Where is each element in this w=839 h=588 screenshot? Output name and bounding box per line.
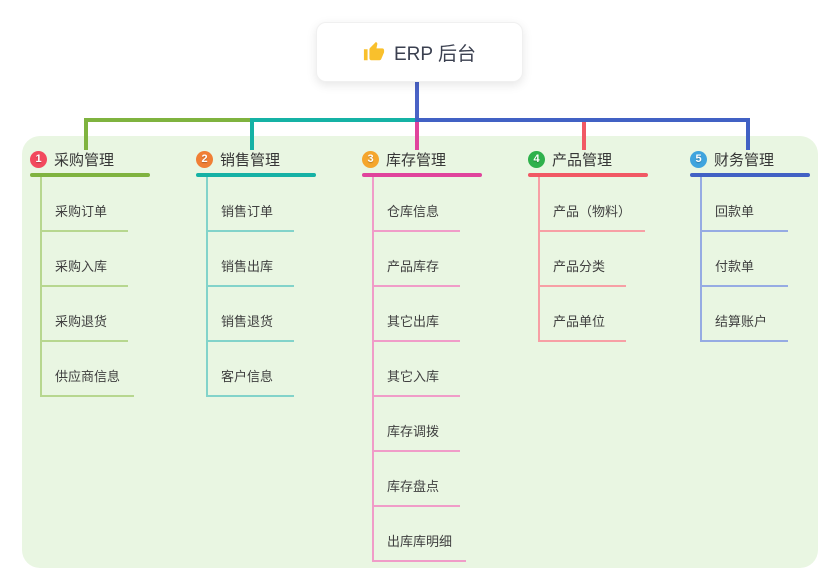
node-settlement-account[interactable]: 结算账户 (700, 312, 788, 342)
node-other-inbound[interactable]: 其它入库 (372, 367, 460, 397)
connector-drop-finance (746, 118, 750, 150)
connector-bus-green (84, 118, 250, 122)
node-product-stock[interactable]: 产品库存 (372, 257, 460, 287)
node-payment-order[interactable]: 付款单 (700, 257, 788, 287)
branch-sales-child-line (206, 177, 208, 397)
branch-sales[interactable]: 2 销售管理 (196, 148, 280, 170)
connector-drop-inventory (415, 122, 419, 150)
branch-finance[interactable]: 5 财务管理 (690, 148, 774, 170)
branch-product-underline (528, 173, 648, 177)
node-supplier-info[interactable]: 供应商信息 (40, 367, 135, 397)
branch-sales-badge: 2 (196, 150, 213, 168)
branch-purchase[interactable]: 1 采购管理 (30, 148, 114, 170)
node-stock-transfer[interactable]: 库存调拨 (372, 422, 460, 452)
branch-finance-underline (690, 173, 810, 177)
connector-root-line (415, 82, 419, 118)
root-label: ERP 后台 (393, 43, 476, 65)
node-purchase-return[interactable]: 采购退货 (40, 312, 128, 342)
connector-drop-sales (250, 118, 254, 150)
node-sales-return[interactable]: 销售退货 (206, 312, 294, 342)
node-product-material[interactable]: 产品（物料） (538, 202, 646, 232)
connector-drop-product (582, 122, 586, 150)
node-sales-order[interactable]: 销售订单 (206, 202, 294, 232)
branch-product-child-line (538, 177, 540, 342)
node-product-category[interactable]: 产品分类 (538, 257, 626, 287)
connector-bus-teal (250, 118, 415, 122)
thumbs-up-icon (363, 41, 385, 63)
branch-finance-label: 财务管理 (714, 151, 775, 169)
node-receipt-order[interactable]: 回款单 (700, 202, 788, 232)
branch-purchase-child-line (40, 177, 42, 397)
connector-drop-purchase (84, 118, 88, 150)
node-other-outbound[interactable]: 其它出库 (372, 312, 460, 342)
root-node[interactable]: ERP 后台 (316, 22, 523, 82)
node-outbound-detail[interactable]: 出库库明细 (372, 532, 467, 562)
branch-inventory-underline (362, 173, 482, 177)
branch-purchase-label: 采购管理 (54, 151, 115, 169)
branch-purchase-badge: 1 (30, 150, 47, 168)
branches-panel (22, 136, 818, 568)
branch-inventory-badge: 3 (362, 150, 379, 168)
branch-product[interactable]: 4 产品管理 (528, 148, 612, 170)
branch-finance-badge: 5 (690, 150, 707, 168)
node-stock-count[interactable]: 库存盘点 (372, 477, 460, 507)
branch-sales-label: 销售管理 (220, 151, 281, 169)
node-warehouse-info[interactable]: 仓库信息 (372, 202, 460, 232)
node-sales-outbound[interactable]: 销售出库 (206, 257, 294, 287)
branch-inventory-child-line (372, 177, 374, 562)
branch-product-badge: 4 (528, 150, 545, 168)
node-purchase-order[interactable]: 采购订单 (40, 202, 128, 232)
node-product-unit[interactable]: 产品单位 (538, 312, 626, 342)
node-customer-info[interactable]: 客户信息 (206, 367, 294, 397)
connector-bus-blue (415, 118, 750, 122)
branch-sales-underline (196, 173, 316, 177)
branch-product-label: 产品管理 (552, 151, 613, 169)
branch-finance-child-line (700, 177, 702, 342)
node-purchase-inbound[interactable]: 采购入库 (40, 257, 128, 287)
branch-inventory-label: 库存管理 (386, 151, 447, 169)
branch-inventory[interactable]: 3 库存管理 (362, 148, 446, 170)
branch-purchase-underline (30, 173, 150, 177)
